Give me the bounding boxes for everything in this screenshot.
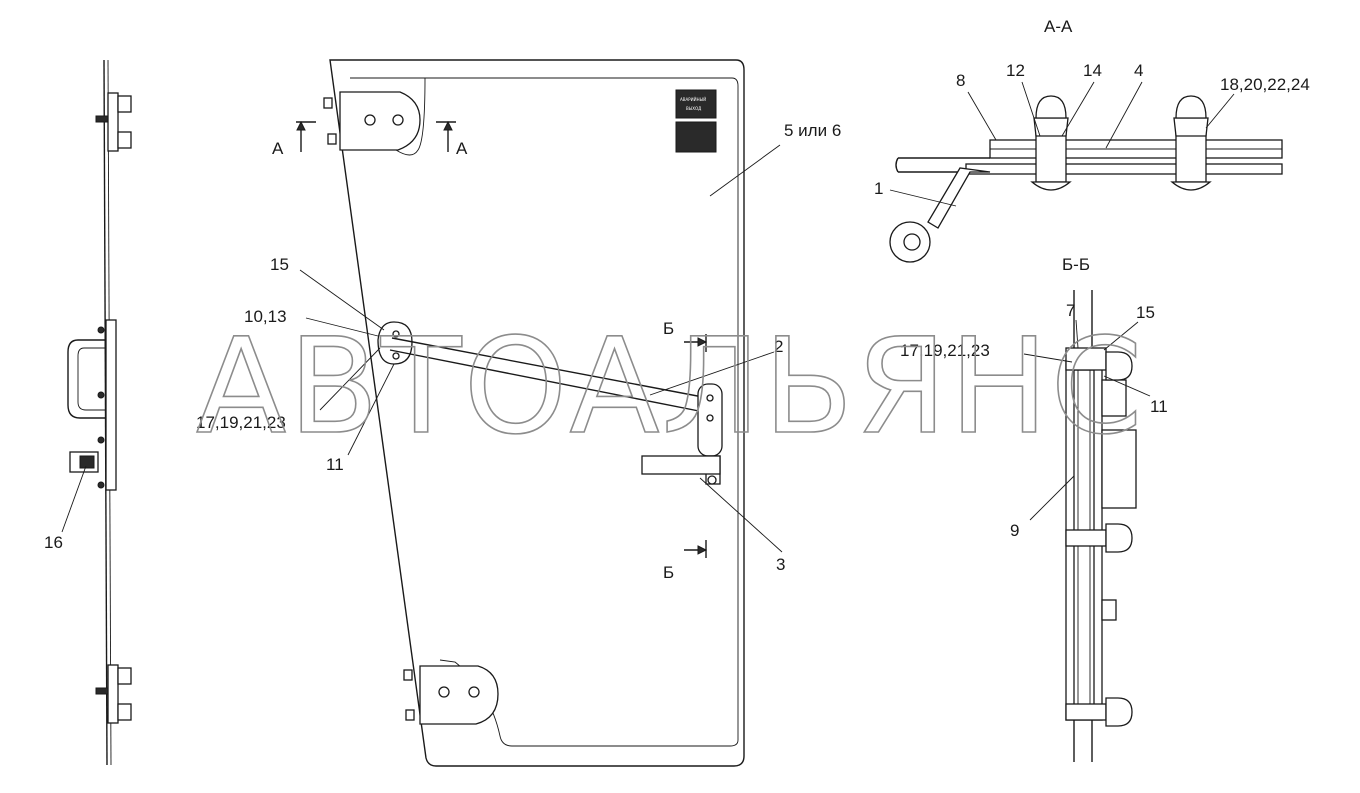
label-17-door: 17,19,21,23 xyxy=(196,413,286,432)
label-7: 7 xyxy=(1066,301,1075,320)
label-4: 4 xyxy=(1134,61,1143,80)
label-glass: 5 или 6 xyxy=(784,121,841,140)
door-panel: АВАРИЙНЫЙ ВЫХОД xyxy=(323,59,745,767)
aa-leaders xyxy=(889,81,1235,207)
label-17-bb: 17,19,21,23 xyxy=(900,341,990,360)
door-leaders xyxy=(299,144,783,553)
label-14: 14 xyxy=(1083,61,1102,80)
watermark: АВТОАЛЬЯНС xyxy=(196,310,1145,464)
label-16: 16 xyxy=(44,533,63,552)
label-11-bb: 11 xyxy=(1150,397,1168,416)
section-marks: А А Б Б xyxy=(272,120,708,582)
label-8: 8 xyxy=(956,71,965,90)
label-2: 2 xyxy=(774,337,783,356)
label-3: 3 xyxy=(776,555,785,574)
side-view xyxy=(67,59,132,766)
label-12: 12 xyxy=(1006,61,1025,80)
mark-b-top: Б xyxy=(663,319,674,338)
section-aa xyxy=(889,95,1283,263)
label-9: 9 xyxy=(1010,521,1019,540)
label-1: 1 xyxy=(874,179,883,198)
mark-a-right: А xyxy=(456,139,468,158)
mark-a-left: А xyxy=(272,139,284,158)
sign-line1: АВАРИЙНЫЙ xyxy=(680,97,706,102)
bb-leaders xyxy=(1023,319,1151,521)
title-aa: А-А xyxy=(1044,17,1073,36)
sign-line2: ВЫХОД xyxy=(686,106,701,111)
label-11-door: 11 xyxy=(326,455,344,474)
label-18: 18,20,22,24 xyxy=(1220,75,1310,94)
title-bb: Б-Б xyxy=(1062,255,1090,274)
mark-b-bottom: Б xyxy=(663,563,674,582)
label-15-bb: 15 xyxy=(1136,303,1155,322)
label-15-door: 15 xyxy=(270,255,289,274)
label-10-13: 10,13 xyxy=(244,307,287,326)
section-bb xyxy=(1065,290,1137,762)
